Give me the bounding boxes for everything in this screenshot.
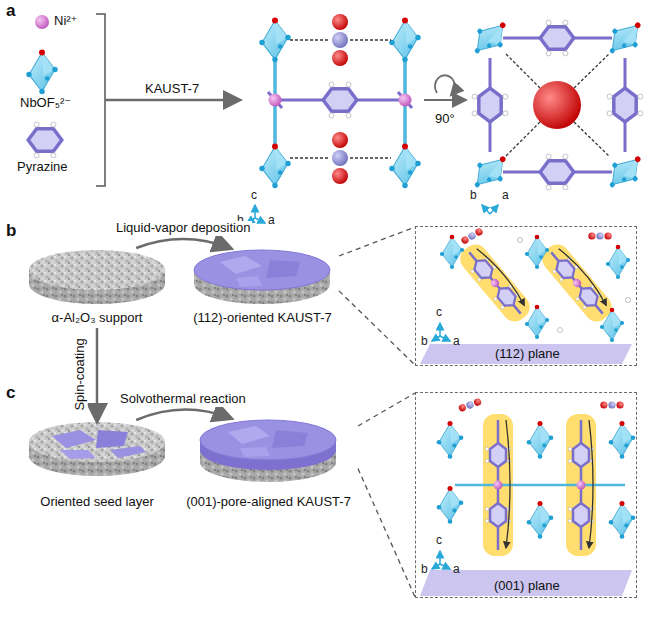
legend-label: Ni²⁺	[54, 14, 77, 28]
panel-letter: c	[6, 384, 15, 403]
legend-label: NbOF₅²⁻	[20, 96, 71, 110]
edge-label: Liquid-vapor deposition	[114, 221, 252, 236]
zoom-line	[358, 469, 415, 597]
axis-label: c	[251, 189, 257, 202]
membrane-disk: (112)-oriented KAUST-7	[188, 248, 337, 326]
panel-letter: a	[6, 2, 15, 21]
zoom-inset-box: (001) plane	[415, 392, 637, 598]
plane-label: (001) plane	[494, 579, 560, 594]
disk-caption: Oriented seed layer	[40, 495, 153, 510]
rotation-label: 90°	[435, 112, 455, 126]
zoom-line	[339, 291, 415, 365]
membrane-disk: α-Al₂O₃ support	[27, 248, 167, 326]
disk-caption: α-Al₂O₃ support	[52, 311, 143, 326]
plane-label: (112) plane	[495, 347, 560, 362]
axis-label: b	[421, 563, 428, 576]
disk-caption: (112)-oriented KAUST-7	[193, 311, 332, 326]
process-arrow	[96, 328, 99, 420]
membrane-disk: Oriented seed layer	[27, 420, 167, 510]
axis-label: a	[268, 214, 275, 227]
edge-label: Spin-coating	[73, 336, 88, 412]
axis-label: a	[453, 335, 460, 348]
axis-label: b	[421, 335, 428, 348]
axis-label: c	[436, 306, 442, 319]
axis-label: a	[453, 563, 460, 576]
membrane-disk: (001)-pore-aligned KAUST-7	[181, 418, 356, 510]
axis-label: a	[502, 189, 509, 202]
axis-label: c	[436, 534, 442, 547]
process-arrow	[136, 409, 230, 420]
disk-caption: (001)-pore-aligned KAUST-7	[186, 495, 351, 510]
process-arrow	[136, 239, 230, 248]
process-arrow	[358, 393, 415, 426]
edge-label: Solvothermal reaction	[118, 392, 248, 407]
panel-letter: b	[6, 222, 16, 241]
axis-label: b	[470, 189, 477, 202]
arrow-label: KAUST-7	[145, 82, 199, 96]
process-arrow	[339, 227, 415, 256]
legend-label: Pyrazine	[17, 160, 68, 174]
zoom-inset-box: (112) plane	[415, 226, 637, 366]
